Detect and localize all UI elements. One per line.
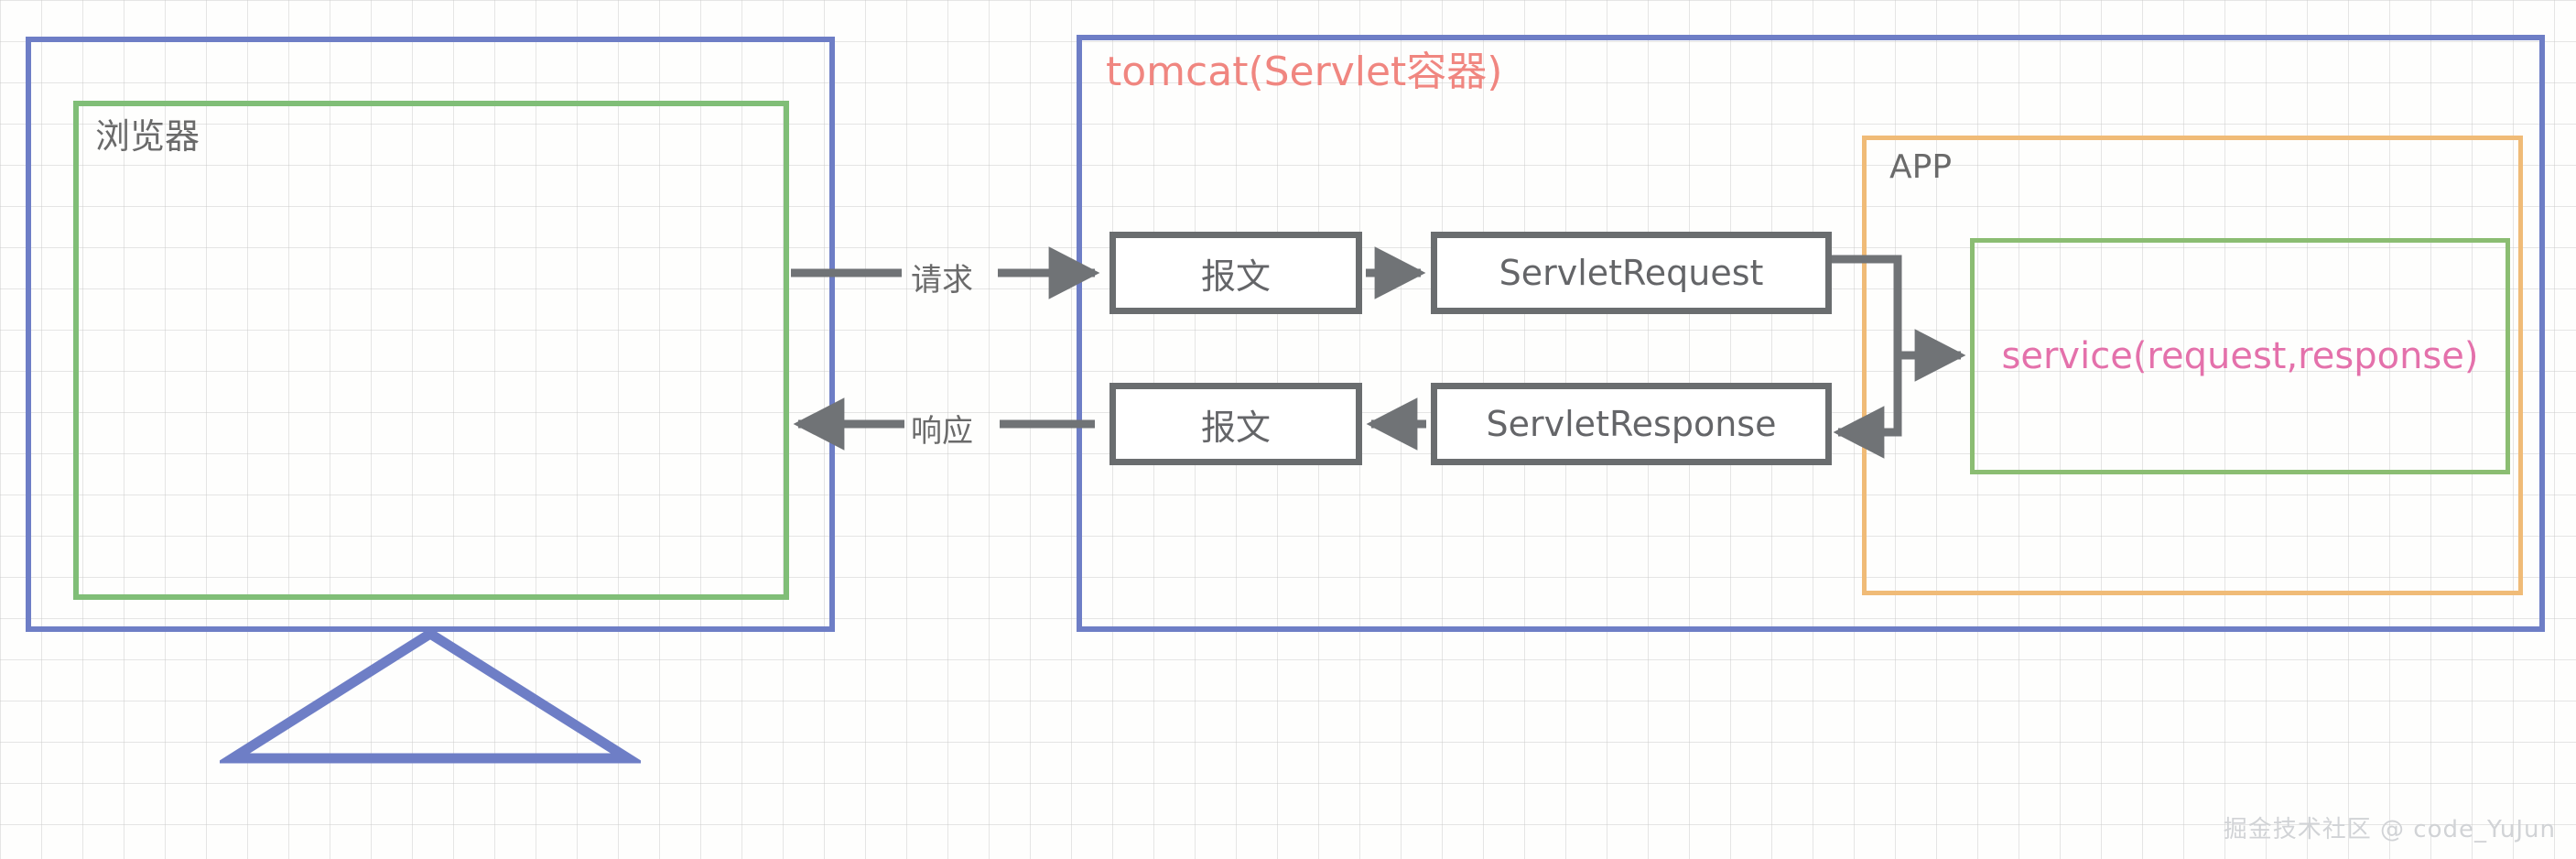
servlet-request-box: ServletRequest [1431, 232, 1832, 314]
response-message-box: 报文 [1109, 383, 1362, 465]
service-method-label: service(request,response) [2001, 335, 2479, 377]
app-label: APP [1889, 148, 1953, 186]
tomcat-title: tomcat(Servlet容器) [1106, 49, 1503, 95]
servlet-response-box: ServletResponse [1431, 383, 1832, 465]
tomcat-container-frame [1077, 35, 2545, 632]
watermark: 掘金技术社区 @ code_YuJun [2223, 816, 2556, 843]
browser-screen [73, 101, 789, 600]
request-message-box: 报文 [1109, 232, 1362, 314]
request-arrow-label: 请求 [911, 262, 973, 299]
browser-monitor-frame [26, 37, 835, 632]
browser-label: 浏览器 [95, 116, 200, 157]
monitor-stand-icon [220, 630, 641, 764]
service-method-frame [1970, 238, 2510, 474]
app-container-frame [1862, 136, 2523, 595]
response-arrow-label: 响应 [911, 413, 973, 450]
